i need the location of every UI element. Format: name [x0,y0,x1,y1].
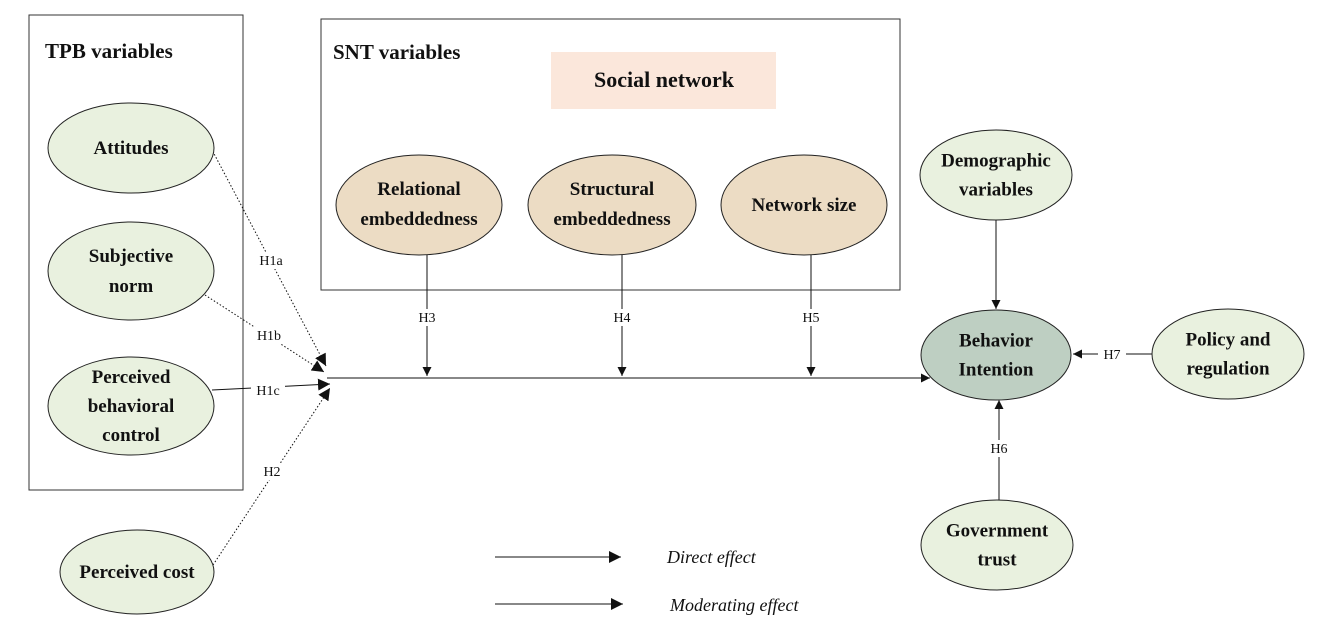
tpb-variables-title: TPB variables [45,39,173,63]
policy-regulation-label: Policy and regulation [1186,330,1271,380]
h3-label: H3 [418,311,435,326]
h7-label: H7 [1103,348,1120,363]
node-label-line: Behavior [959,331,1033,352]
snt-variables-title: SNT variables [333,40,460,64]
perceived-behavioral-control-node: Perceived behavioral control [47,356,215,456]
network-size-node: Network size [720,154,888,256]
subjective-norm-node: Subjective norm [47,221,215,321]
h6-label: H6 [990,442,1007,457]
node-label-line: control [102,425,160,446]
node-label-line: regulation [1186,359,1269,380]
perceived-behavioral-control-label: Perceived behavioral control [88,367,175,446]
h4-label: H4 [613,311,630,326]
node-label-line: Demographic [941,151,1051,172]
government-trust-label: Government trust [946,521,1049,571]
tpb-variables-box [28,14,244,491]
structural-embeddedness-node: Structural embeddedness [527,154,697,256]
h2-label: H2 [263,465,280,480]
node-label-line: Policy and [1186,330,1271,351]
node-label-line: Intention [959,360,1034,381]
node-label-line: embeddedness [360,209,477,230]
h1c-label: H1c [256,384,279,399]
attitudes-label: Attitudes [94,138,169,159]
structural-embeddedness-label: Structural embeddedness [553,179,670,230]
h5-label: H5 [802,311,819,326]
perceived-cost-label: Perceived cost [79,562,195,583]
legend: Direct effect Moderating effect [495,547,799,615]
node-label-line: norm [109,276,154,297]
h1a-label: H1a [259,254,283,269]
h1b-label: H1b [257,329,281,344]
node-label-line: Attitudes [94,138,169,159]
social-network-box [551,52,776,109]
legend-direct-label: Direct effect [666,547,757,567]
demographic-variables-label: Demographic variables [941,151,1051,201]
node-label-line: Structural [570,179,654,200]
node-label-line: Government [946,521,1049,542]
relational-embeddedness-label: Relational embeddedness [360,179,477,230]
relational-embeddedness-node: Relational embeddedness [335,154,503,256]
snt-variables-box [320,18,901,291]
attitudes-node: Attitudes [47,102,215,194]
demographic-variables-node: Demographic variables [919,129,1073,221]
perceived-cost-node: Perceived cost [59,529,215,615]
node-label-line: trust [977,550,1017,571]
node-label-line: behavioral [88,396,175,417]
social-network-label: Social network [594,67,735,92]
legend-moderating-label: Moderating effect [669,595,799,615]
government-trust-node: Government trust [920,499,1074,591]
policy-regulation-node: Policy and regulation [1151,308,1305,400]
node-label-line: Subjective [89,246,173,267]
node-label-line: Relational [377,179,460,200]
node-label-line: Perceived [92,367,171,388]
subjective-norm-label: Subjective norm [89,246,173,297]
node-label-line: Perceived cost [79,562,195,583]
node-label-line: variables [959,180,1033,201]
node-label-line: Network size [752,195,857,216]
node-label-line: embeddedness [553,209,670,230]
network-size-label: Network size [752,195,857,216]
